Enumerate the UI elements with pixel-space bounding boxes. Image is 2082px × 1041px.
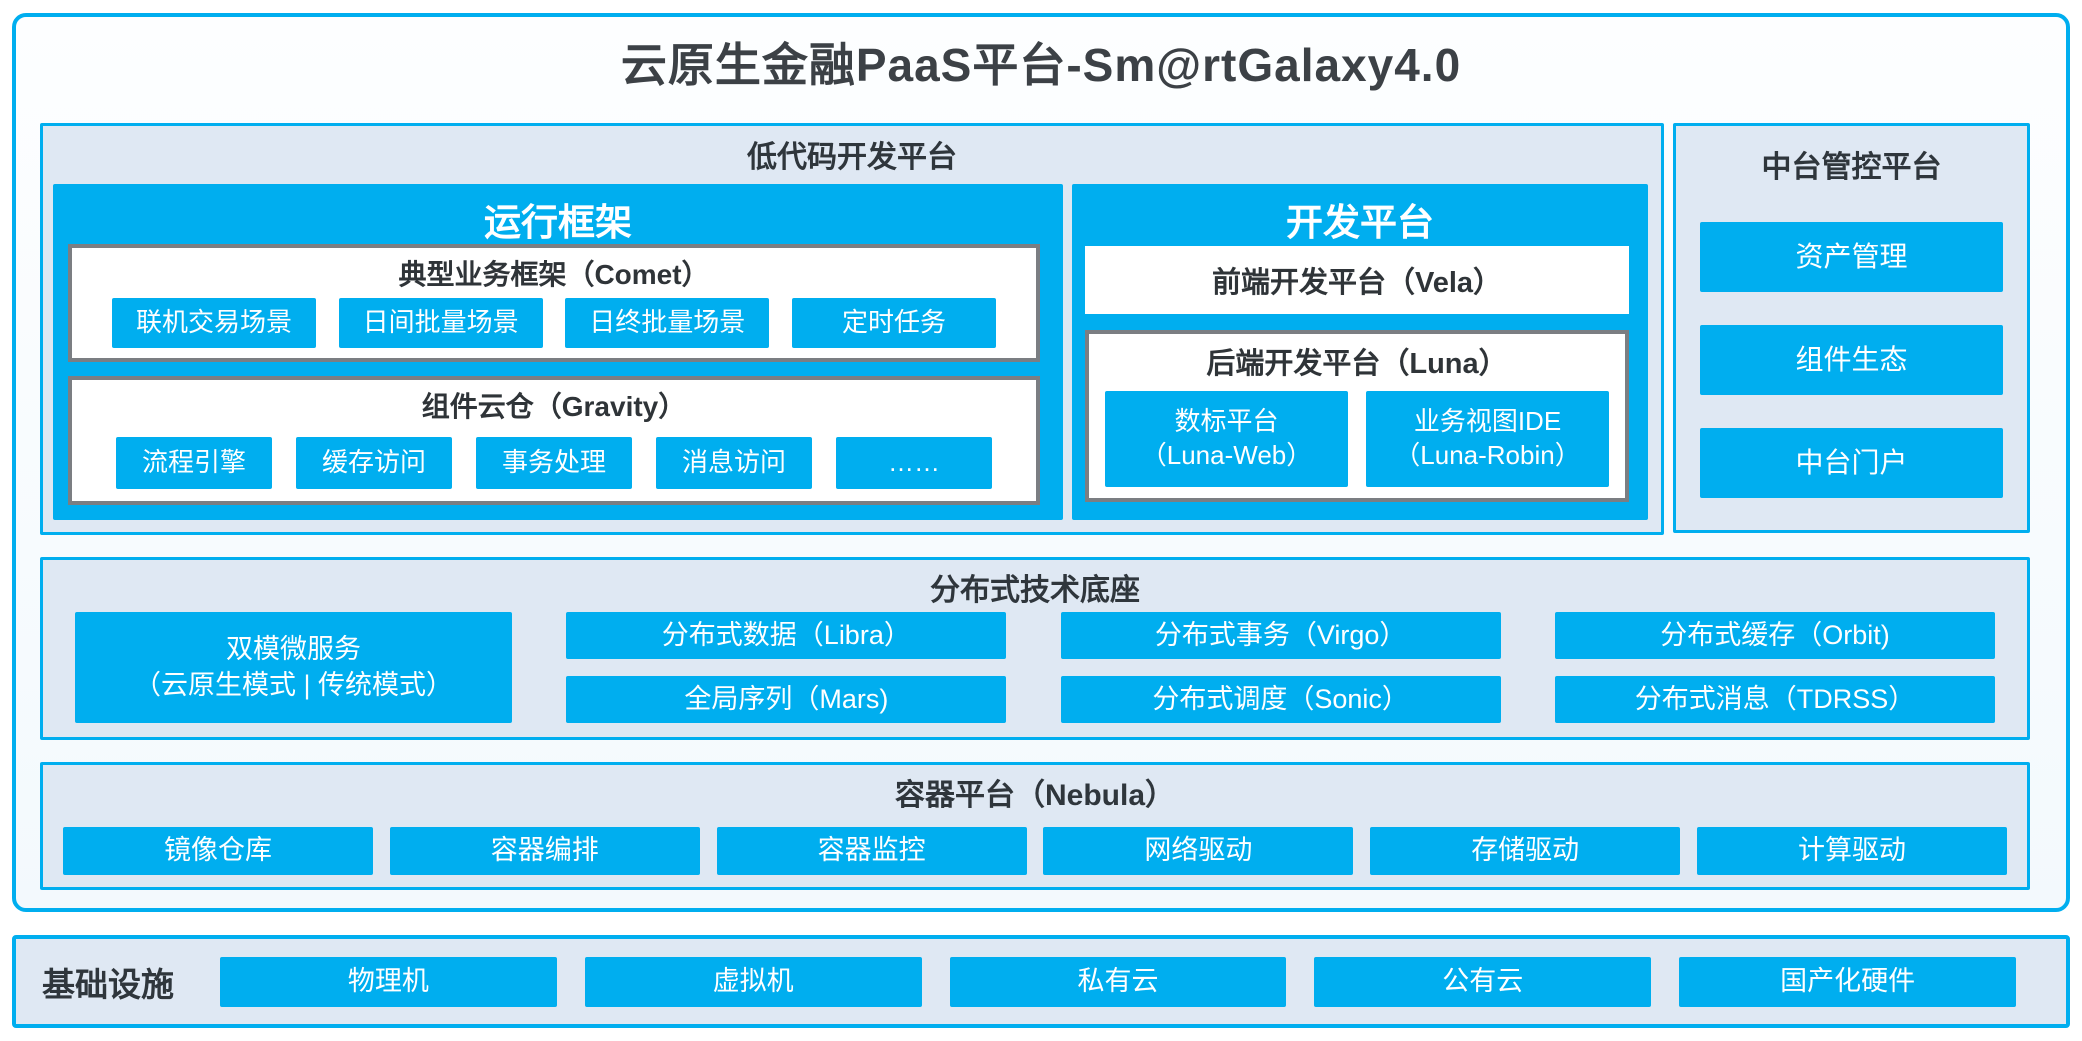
low-code-platform-title: 低代码开发平台 [747,141,957,174]
chip-scheduled-task: 定时任务 [791,298,996,348]
distributed-column-3: 分布式缓存（Orbit) 分布式消息（TDRSS） [1554,612,1995,723]
chip-physical-machine: 物理机 [220,956,557,1007]
luna-title: 后端开发平台（Luna） [1206,348,1508,380]
chip-storage-driver: 存储驱动 [1370,827,1681,875]
comet-business-framework-box: 典型业务框架（Comet） 联机交易场景 日间批量场景 日终批量场景 定时任务 [68,244,1040,362]
chip-distributed-scheduling-sonic: 分布式调度（Sonic） [1060,676,1501,723]
chip-dual-mode-line1: 双模微服务 [226,634,361,665]
dev-platform-box: 开发平台 前端开发平台（Vela） 后端开发平台（Luna） 数标平台 （Lun… [1072,184,1648,520]
chip-ellipsis-more: …… [836,437,992,489]
chip-luna-web: 数标平台 （Luna-Web） [1105,391,1348,487]
mid-platform-chips: 资产管理 组件生态 中台门户 [1676,222,2027,498]
chip-image-registry: 镜像仓库 [63,827,373,875]
comet-title: 典型业务框架（Comet） [398,259,710,290]
chip-distributed-data-libra: 分布式数据（Libra） [566,612,1007,659]
container-platform-title: 容器平台（Nebula） [894,779,1176,812]
chip-private-cloud: 私有云 [949,956,1287,1007]
gravity-chips-row: 流程引擎 缓存访问 事务处理 消息访问 …… [72,437,1036,489]
chip-transaction-processing: 事务处理 [476,437,632,489]
chip-endofday-batch-scene: 日终批量场景 [565,298,770,348]
gravity-component-warehouse-box: 组件云仓（Gravity） 流程引擎 缓存访问 事务处理 消息访问 …… [68,376,1040,505]
diagram-title: 云原生金融PaaS平台-Sm@rtGalaxy4.0 [620,39,1462,91]
luna-chips-row: 数标平台 （Luna-Web） 业务视图IDE （Luna-Robin） [1089,391,1625,487]
container-platform-chips: 镜像仓库 容器编排 容器监控 网络驱动 存储驱动 计算驱动 [63,827,2007,875]
runtime-framework-box: 运行框架 典型业务框架（Comet） 联机交易场景 日间批量场景 日终批量场景 … [53,184,1063,520]
chip-asset-management: 资产管理 [1700,222,2003,292]
dev-platform-title: 开发平台 [1286,202,1434,243]
runtime-framework-title: 运行框架 [484,202,632,243]
infrastructure-title: 基础设施 [42,965,174,1003]
chip-luna-web-line2: （Luna-Web） [1140,440,1313,470]
distributed-column-2: 分布式事务（Virgo） 分布式调度（Sonic） [1060,612,1501,723]
chip-distributed-message-tdrss: 分布式消息（TDRSS） [1554,676,1995,723]
chip-dual-mode-line2: （云原生模式 | 传统模式） [133,669,454,700]
chip-network-driver: 网络驱动 [1043,827,1354,875]
diagram-frame: 云原生金融PaaS平台-Sm@rtGalaxy4.0 低代码开发平台 运行框架 … [12,13,2070,912]
mid-platform-title: 中台管控平台 [1761,151,1942,184]
chip-distributed-cache-orbit: 分布式缓存（Orbit) [1554,612,1995,659]
chip-component-ecosystem: 组件生态 [1700,325,2003,395]
chip-domestic-hardware: 国产化硬件 [1679,956,2016,1007]
chip-luna-robin-line1: 业务视图IDE [1413,406,1562,437]
chip-online-transaction-scene: 联机交易场景 [112,298,316,348]
panel-low-code-platform: 低代码开发平台 运行框架 典型业务框架（Comet） 联机交易场景 日间批量场景… [40,123,1664,535]
chip-container-orchestration: 容器编排 [389,827,700,875]
distributed-title: 分布式技术底座 [930,574,1140,607]
panel-mid-platform-control: 中台管控平台 资产管理 组件生态 中台门户 [1673,123,2030,533]
chip-dual-mode-microservices: 双模微服务 （云原生模式 | 传统模式） [75,612,512,723]
chip-process-engine: 流程引擎 [116,437,272,489]
comet-chips-row: 联机交易场景 日间批量场景 日终批量场景 定时任务 [72,298,1036,348]
chip-container-monitoring: 容器监控 [716,827,1027,875]
distributed-column-1: 分布式数据（Libra） 全局序列（Mars) [566,612,1007,723]
chip-cache-access: 缓存访问 [296,437,452,489]
distributed-content: 双模微服务 （云原生模式 | 传统模式） 分布式数据（Libra） 全局序列（M… [75,612,1995,723]
chip-distributed-transaction-virgo: 分布式事务（Virgo） [1060,612,1501,659]
vela-frontend-platform-box: 前端开发平台（Vela） [1085,246,1629,314]
chip-message-access: 消息访问 [656,437,812,489]
chip-daytime-batch-scene: 日间批量场景 [338,298,543,348]
infrastructure-chips: 物理机 虚拟机 私有云 公有云 国产化硬件 [220,956,2016,1007]
chip-luna-robin-line2: （Luna-Robin） [1394,440,1581,470]
chip-luna-robin: 业务视图IDE （Luna-Robin） [1366,391,1609,487]
panel-distributed-tech-base: 分布式技术底座 双模微服务 （云原生模式 | 传统模式） 分布式数据（Libra… [40,557,2030,740]
chip-global-sequence-mars: 全局序列（Mars) [566,676,1007,723]
panel-container-platform-nebula: 容器平台（Nebula） 镜像仓库 容器编排 容器监控 网络驱动 存储驱动 计算… [40,762,2030,890]
chip-compute-driver: 计算驱动 [1696,827,2007,875]
gravity-title: 组件云仓（Gravity） [421,391,687,422]
panel-infrastructure: 基础设施 物理机 虚拟机 私有云 公有云 国产化硬件 [12,935,2070,1028]
luna-backend-platform-box: 后端开发平台（Luna） 数标平台 （Luna-Web） 业务视图IDE （Lu… [1085,330,1629,502]
chip-public-cloud: 公有云 [1314,956,1652,1007]
chip-virtual-machine: 虚拟机 [584,956,922,1007]
chip-mid-platform-portal: 中台门户 [1700,428,2003,498]
chip-luna-web-line1: 数标平台 [1174,406,1279,437]
